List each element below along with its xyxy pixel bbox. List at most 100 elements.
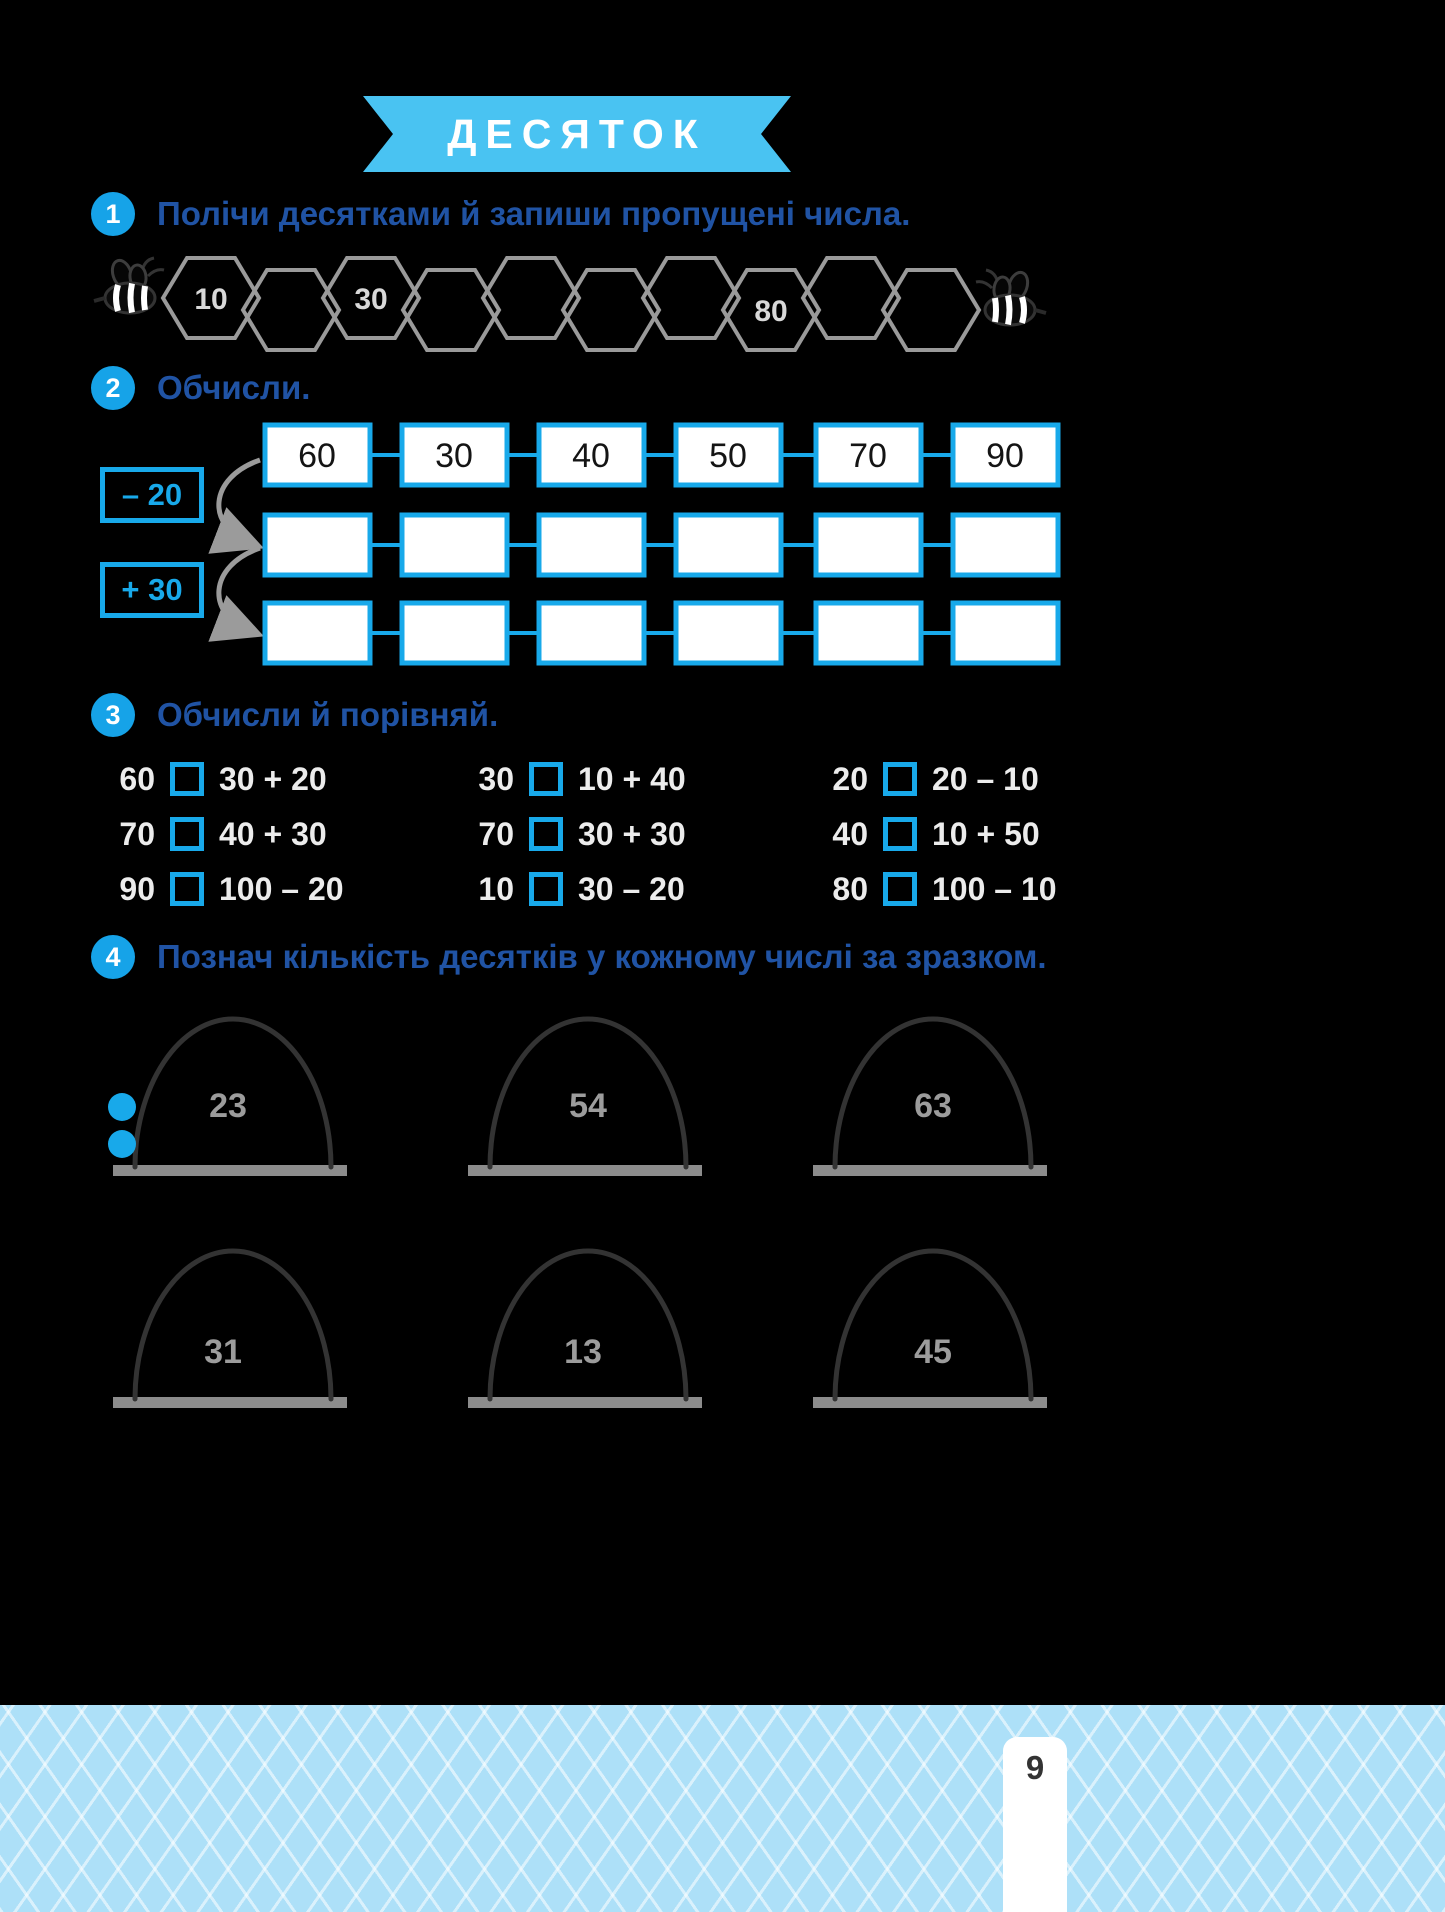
hex-value: 80 bbox=[754, 295, 787, 328]
grid-value: 40 bbox=[572, 437, 610, 475]
ground-bar bbox=[468, 1165, 702, 1176]
ground-bar bbox=[813, 1397, 1047, 1408]
tens-dot bbox=[108, 1130, 136, 1158]
hex-cell[interactable] bbox=[800, 256, 902, 340]
compare-item: 70 40 + 30 bbox=[103, 812, 327, 856]
task2-header: 2 Обчисли. bbox=[91, 366, 310, 410]
answer-cell[interactable] bbox=[536, 512, 647, 578]
grid-cell bbox=[399, 422, 510, 488]
hex-cell[interactable] bbox=[560, 268, 662, 352]
hex-value: 10 bbox=[194, 283, 227, 316]
title-ribbon: ДЕСЯТОК bbox=[363, 96, 791, 172]
answer-cell[interactable] bbox=[950, 600, 1061, 666]
tens-arcs: 23 54 63 31 13 45 bbox=[108, 1016, 1047, 1408]
task2-instruction: Обчисли. bbox=[157, 369, 311, 406]
page-number: 9 bbox=[1025, 1749, 1045, 1786]
operation-minus-box: – 20 bbox=[100, 467, 204, 523]
arc-number: 13 bbox=[564, 1333, 602, 1371]
hex-cell bbox=[720, 268, 822, 352]
answer-cell[interactable] bbox=[673, 512, 784, 578]
arrow-row1-to-row2 bbox=[208, 457, 264, 554]
number-arc bbox=[832, 1016, 1034, 1170]
ground-bar bbox=[113, 1165, 347, 1176]
hex-cell[interactable] bbox=[640, 256, 742, 340]
arc-number: 45 bbox=[914, 1333, 952, 1371]
compare-item: 80 100 – 10 bbox=[816, 867, 1057, 911]
compare-item: 40 10 + 50 bbox=[816, 812, 1040, 856]
ground-bar bbox=[113, 1397, 347, 1408]
task4-number-badge: 4 bbox=[91, 935, 135, 979]
water-pattern-band bbox=[0, 1705, 1445, 1912]
operation-plus-box: + 30 bbox=[100, 562, 204, 618]
answer-cell[interactable] bbox=[673, 600, 784, 666]
compare-left: 10 bbox=[478, 870, 514, 907]
arc-number: 23 bbox=[209, 1087, 247, 1125]
task1-header: 1 Полічи десятками й запиши пропущені чи… bbox=[91, 192, 910, 236]
arc-number: 63 bbox=[914, 1087, 952, 1125]
number-arc bbox=[487, 1248, 689, 1402]
page-number-tab: 9 bbox=[1003, 1737, 1067, 1912]
compare-answer-box[interactable] bbox=[883, 762, 917, 796]
grid-value: 60 bbox=[298, 437, 336, 475]
task4-instruction: Познач кількість десятків у кожному числ… bbox=[157, 938, 1047, 975]
compare-answer-box[interactable] bbox=[170, 817, 204, 851]
answer-cell[interactable] bbox=[262, 512, 373, 578]
compare-right: 10 + 40 bbox=[578, 760, 686, 797]
grid-value: 30 bbox=[435, 437, 473, 475]
task3-instruction: Обчисли й порівняй. bbox=[157, 696, 499, 733]
hex-cell bbox=[320, 256, 422, 340]
compare-right: 20 – 10 bbox=[932, 760, 1039, 797]
compare-item: 90 100 – 20 bbox=[103, 867, 343, 911]
answer-cell[interactable] bbox=[813, 512, 924, 578]
compare-right: 10 + 50 bbox=[932, 815, 1040, 852]
task3-header: 3 Обчисли й порівняй. bbox=[91, 693, 498, 737]
compare-item: 70 30 + 30 bbox=[462, 812, 686, 856]
answer-cell[interactable] bbox=[399, 600, 510, 666]
answer-cell[interactable] bbox=[536, 600, 647, 666]
compare-item: 30 10 + 40 bbox=[462, 757, 686, 801]
answer-cell[interactable] bbox=[262, 600, 373, 666]
compare-right: 30 + 30 bbox=[578, 815, 686, 852]
hex-cell[interactable] bbox=[880, 268, 982, 352]
number-arc bbox=[132, 1248, 334, 1402]
answer-cell[interactable] bbox=[399, 512, 510, 578]
task3-number-badge: 3 bbox=[91, 693, 135, 737]
task2-number-badge: 2 bbox=[91, 366, 135, 410]
compare-left: 30 bbox=[478, 760, 514, 797]
compare-left: 60 bbox=[119, 760, 155, 797]
compare-left: 20 bbox=[832, 760, 868, 797]
compare-item: 20 20 – 10 bbox=[816, 757, 1039, 801]
compare-item: 60 30 + 20 bbox=[103, 757, 326, 801]
hex-cell[interactable] bbox=[480, 256, 582, 340]
grid-cell bbox=[673, 422, 784, 488]
compare-answer-box[interactable] bbox=[529, 817, 563, 851]
compare-right: 40 + 30 bbox=[219, 815, 327, 852]
grid-value: 70 bbox=[849, 437, 887, 475]
bee-icon bbox=[975, 268, 1047, 327]
task1-instruction: Полічи десятками й запиши пропущені числ… bbox=[157, 195, 911, 232]
number-arc bbox=[487, 1016, 689, 1170]
answer-cell[interactable] bbox=[950, 512, 1061, 578]
grid-cell bbox=[813, 422, 924, 488]
task4-header: 4 Познач кількість десятків у кожному чи… bbox=[91, 935, 1047, 979]
compare-answer-box[interactable] bbox=[883, 817, 917, 851]
compare-answer-box[interactable] bbox=[170, 762, 204, 796]
compare-left: 80 bbox=[832, 870, 868, 907]
ground-bar bbox=[813, 1165, 1047, 1176]
grid-value: 90 bbox=[986, 437, 1024, 475]
compare-answer-box[interactable] bbox=[170, 872, 204, 906]
hex-cell[interactable] bbox=[400, 268, 502, 352]
compare-answer-box[interactable] bbox=[883, 872, 917, 906]
compare-left: 90 bbox=[119, 870, 155, 907]
compare-right: 100 – 10 bbox=[932, 870, 1057, 907]
compare-answer-box[interactable] bbox=[529, 762, 563, 796]
compare-answer-box[interactable] bbox=[529, 872, 563, 906]
hex-cell[interactable] bbox=[240, 268, 342, 352]
compare-item: 10 30 – 20 bbox=[462, 867, 684, 911]
arrow-row2-to-row3 bbox=[208, 545, 264, 642]
hex-cell bbox=[160, 256, 262, 340]
answer-cell[interactable] bbox=[813, 600, 924, 666]
bee-icon bbox=[93, 256, 165, 315]
arc-number: 54 bbox=[569, 1087, 607, 1125]
